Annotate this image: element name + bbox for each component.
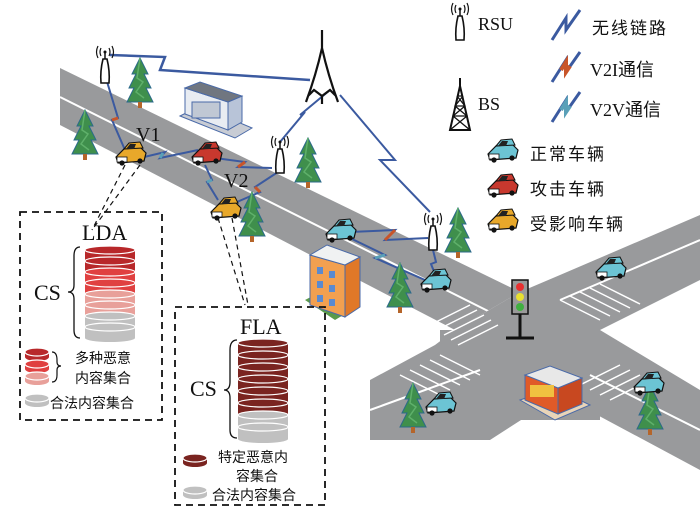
rsu-icon [423,212,443,251]
legit-swatch [24,393,50,407]
legend-attack-vehicle-icon [487,173,519,199]
vehicle-label-v2: V2 [224,170,249,192]
rsu-icon [270,135,290,174]
fla-malicious-label-2: 容集合 [236,469,278,485]
lda-cs-label: CS [34,280,61,305]
legend-wireless-link-label: 无线链路 [592,19,668,39]
legend-wireless-link-icon [550,9,582,41]
legend-bs-label: BS [478,94,501,114]
building-icon [178,81,254,139]
lda-content-stack [84,245,136,342]
callout-lines [91,164,249,306]
apartment-building-icon [305,244,362,320]
lda-box [19,211,163,421]
legend-attack-vehicle-label: 攻击车辆 [530,180,606,200]
legend-normal-vehicle-icon [487,138,519,164]
lda-cs-brace [67,246,81,339]
rsu-bs-link [109,53,311,82]
crosswalks [399,283,651,401]
fla-cs-label: CS [190,376,217,401]
legend-link-icons [550,9,582,123]
malicious-swatch [24,359,50,373]
fla-content-stack [237,338,289,443]
traffic-light-icon [506,279,534,340]
shop-building-icon [518,365,592,421]
bs-rsu2-link [279,89,331,143]
legend-normal-vehicle-label: 正常车辆 [530,145,606,165]
fla-legend-swatches [182,453,208,499]
lda-legend-swatches [24,347,50,407]
base-station-icon [304,30,340,104]
fla-malicious-label-1: 特定恶意内 [218,450,288,466]
fla-legit-label: 合法内容集合 [212,488,296,504]
vehicle-label-v1: V1 [136,124,161,146]
fla-title: FLA [240,314,282,339]
legit-swatch [182,485,208,499]
legend-v2i-label: V2I通信 [590,60,654,80]
lda-malicious-label-2: 内容集合 [75,371,131,387]
legit-content-layer [84,322,136,342]
legit-content-layer [237,422,289,443]
legend-affected-vehicle-icon [487,208,519,234]
lda-malicious-label-1: 多种恶意 [75,351,131,367]
malicious-swatch [24,347,50,361]
malicious-swatch [24,371,50,385]
bs-rsu3-link [339,94,431,213]
lda-title: LDA [82,220,128,245]
legend-bs-icon [448,78,472,131]
legend-v2v-label: V2V通信 [590,100,661,120]
lda-legit-label: 合法内容集合 [50,396,134,412]
legend-rsu-label: RSU [478,14,514,34]
tree-icon [126,57,154,109]
tree-icon [444,207,472,259]
rsu-icon [95,45,115,84]
fla-box [174,306,326,506]
fla-cs-brace [223,339,238,439]
malicious-swatch [182,453,208,467]
tree-icon [294,137,322,189]
legend-affected-vehicle-label: 受影响车辆 [530,215,625,235]
legend-rsu-icon [450,2,470,41]
